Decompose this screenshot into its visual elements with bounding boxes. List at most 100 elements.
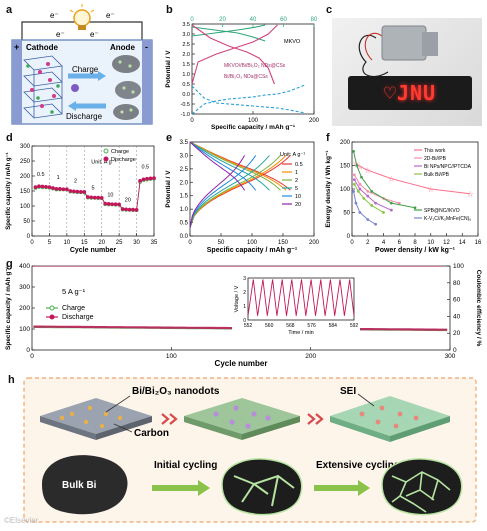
y-axis-tick-label: -0.5: [181, 102, 190, 108]
chevron-right-icon: [307, 413, 324, 425]
legend-label: Bi NPs/NPC//PTCDA: [424, 164, 472, 170]
bulk-bi-particle-icon: [42, 455, 128, 515]
x-axis-tick-label: 100: [166, 353, 177, 360]
y-axis-tick-label: 1.5: [180, 194, 189, 200]
pointer-line: [113, 423, 133, 433]
y-axis-tick-label: 300: [20, 144, 31, 150]
y-axis-tick-label: 0: [27, 234, 31, 240]
data-point: [92, 195, 97, 200]
series-line: [35, 177, 155, 211]
x-axis-tick-label: 4: [382, 240, 386, 246]
data-point: [352, 173, 356, 177]
plot-frame: [247, 277, 355, 321]
top-axis-tick-label: 40: [250, 17, 257, 23]
y2-axis-tick-label: 100: [453, 263, 464, 270]
y-axis-title: Specific capacity / mAh g⁻¹: [5, 152, 12, 230]
data-point: [141, 177, 146, 182]
wire-icon: [364, 33, 383, 61]
x-axis-title: Cycle number: [70, 247, 117, 254]
x-axis-tick-label: 35: [151, 240, 158, 246]
x-axis-tick-label: 0: [350, 240, 354, 246]
data-point: ☆: [467, 190, 474, 199]
pouch-tab-icon: [422, 32, 438, 56]
data-point: [58, 187, 62, 191]
y-axis-tick-label: 150: [340, 164, 351, 170]
legend-label: 1: [295, 170, 298, 176]
nanodots-label: Bi/Bi₂O₃ nanodots: [132, 386, 220, 397]
data-point: [85, 195, 90, 199]
series-line: [191, 26, 266, 42]
unit-label: Unit: A g⁻¹: [91, 159, 116, 165]
charge-label: Charge: [72, 65, 99, 74]
data-point: [40, 184, 45, 189]
legend-label: 5: [295, 186, 298, 192]
x-axis-tick-label: 100: [247, 240, 258, 246]
data-point: [44, 184, 48, 189]
plus-sign: +: [14, 42, 19, 52]
y-axis-tick-label: 200: [19, 305, 30, 312]
y-axis-tick-label: 0.0: [180, 234, 189, 240]
data-point: [355, 164, 359, 167]
data-point: [358, 182, 362, 186]
data-point: [389, 201, 393, 205]
data-point: [366, 194, 370, 198]
y2-axis-tick-label: 40: [453, 313, 461, 320]
battery-schematic: e⁻ e⁻ e⁻ e⁻ + - Cathode Anode Ch: [11, 4, 153, 125]
legend-marker: [103, 148, 109, 154]
legend-marker: [49, 305, 55, 311]
data-point: [152, 176, 156, 180]
x-axis-tick-label: 50: [218, 240, 225, 246]
data-point: [33, 185, 38, 189]
series-annotation: MKVO//Bi/Bi₂O₃ NDs@CSs: [224, 63, 286, 69]
legend-label: SPB@NC//KVO: [424, 208, 460, 214]
rate-label: 5 A g⁻¹: [62, 287, 86, 296]
series-annotation: MKVO: [284, 39, 301, 45]
sei-sheet-icon: [330, 396, 450, 442]
data-point: [354, 201, 358, 205]
y-axis-tick-label: 0: [347, 234, 351, 240]
data-point: [382, 211, 385, 214]
y-axis-tick-label: 200: [20, 174, 31, 180]
series-line: [191, 24, 275, 85]
top-axis-tick-label: 0: [190, 17, 194, 23]
y-axis-tick-label: 100: [340, 187, 351, 193]
x-axis-tick-label: 300: [445, 353, 456, 360]
series-annotation: Bi/Bi₂O₃ NDs@CSs: [224, 74, 268, 80]
x-axis-tick-label: 0: [188, 240, 192, 246]
y-axis-tick-label: 2.5: [180, 167, 189, 173]
x-axis-tick-label: 0: [30, 240, 34, 246]
legend-label: Bulk Bi//PB: [424, 172, 450, 178]
legend-label: Discharge: [62, 314, 94, 321]
series-line: [191, 24, 266, 37]
inset-y-tick-label: 2: [243, 290, 246, 296]
y-axis-tick-label: 50: [343, 211, 350, 217]
data-point: [75, 189, 80, 194]
x-axis-tick-label: 16: [475, 240, 482, 246]
data-point: [71, 189, 76, 194]
x-axis-tick-label: 100: [248, 118, 259, 124]
data-point: [138, 178, 142, 183]
y-axis-title: Energy density / Wh kg⁻¹: [325, 150, 332, 227]
y-axis-tick-label: 3.5: [182, 22, 190, 28]
led-display-text: ♡JNU: [383, 81, 437, 105]
x-axis-tick-label: 150: [278, 240, 289, 246]
data-point: ☆: [364, 166, 371, 175]
x-axis-tick-label: 200: [309, 118, 320, 124]
cathode-label: Cathode: [26, 43, 59, 52]
data-point: [89, 195, 94, 200]
data-point: [352, 150, 355, 153]
data-point: [82, 190, 87, 194]
data-point: [68, 189, 73, 193]
data-point: [358, 187, 362, 191]
x-axis-tick-label: 30: [133, 240, 140, 246]
x-axis-tick-label: 6: [398, 240, 402, 246]
y-axis-tick-label: 2.0: [180, 180, 189, 186]
data-point: [397, 201, 401, 205]
electron-label: e⁻: [56, 30, 65, 39]
photo-graphics: [348, 25, 472, 110]
series-line: [353, 151, 416, 209]
rate-label: 20: [125, 198, 131, 204]
